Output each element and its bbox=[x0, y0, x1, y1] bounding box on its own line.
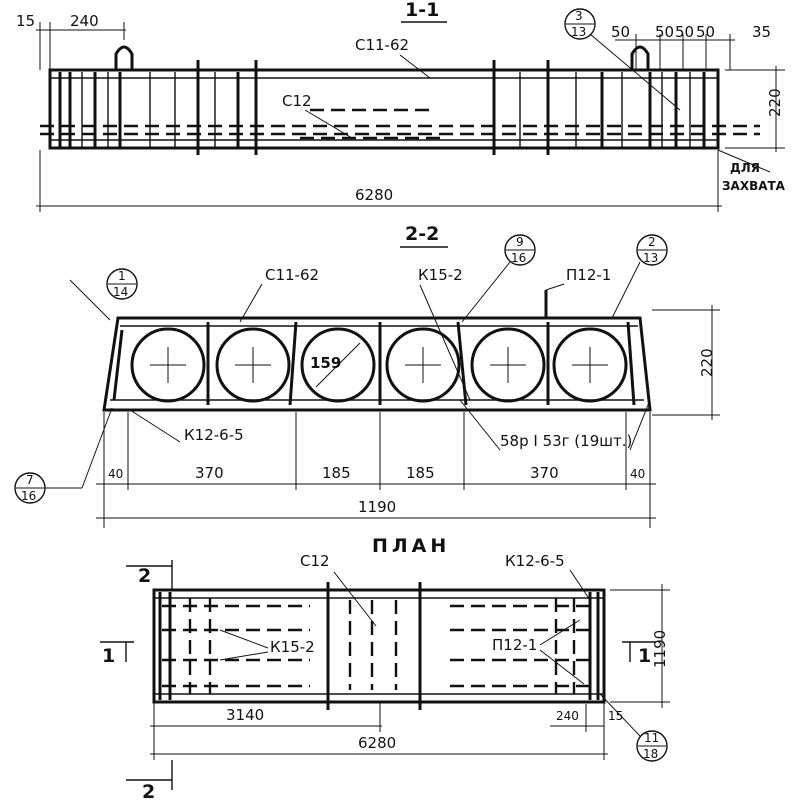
dim-6280-1-1: 6280 bbox=[355, 186, 393, 204]
stirrups-1-1 bbox=[58, 60, 706, 155]
callout-2-13-bottom: 13 bbox=[643, 251, 658, 265]
plan-mark-2-bottom: 2 bbox=[142, 781, 155, 800]
callout-9-16-top: 9 bbox=[516, 235, 524, 249]
plan-outline bbox=[152, 588, 606, 704]
callout-3-13-top: 3 bbox=[575, 9, 583, 23]
dim-35: 35 bbox=[752, 23, 771, 41]
plan-dim-3140: 3140 bbox=[226, 706, 264, 724]
dim-50-a: 50 bbox=[611, 23, 630, 41]
void-5 bbox=[470, 327, 546, 403]
lifting-loop-left bbox=[114, 45, 134, 70]
dim-185-left: 185 bbox=[322, 464, 351, 482]
plan-mark-2-top: 2 bbox=[138, 565, 151, 587]
callout-2-13 bbox=[636, 234, 668, 266]
label-k15-2: К15-2 bbox=[418, 266, 463, 284]
dim-185-right: 185 bbox=[406, 464, 435, 482]
callout-3-13-bottom: 13 bbox=[571, 25, 586, 39]
callout-11-18-top: 11 bbox=[644, 731, 659, 745]
plan-dim-6280: 6280 bbox=[358, 734, 396, 752]
label-c11-62: С11-62 bbox=[355, 36, 409, 54]
plan-rebars bbox=[158, 582, 600, 710]
label-rebar-count: 58р I 53г (19шт.) bbox=[500, 432, 632, 450]
callout-11-18 bbox=[636, 730, 668, 762]
void-2 bbox=[215, 327, 291, 403]
section-2-2-title: 2-2 bbox=[405, 223, 439, 245]
section-1-1: 1-1 bbox=[16, 0, 786, 212]
note-line1: ДЛЯ bbox=[730, 161, 760, 175]
dim-50-b: 50 bbox=[655, 23, 674, 41]
plan-dim-240: 240 bbox=[556, 709, 579, 723]
void-4 bbox=[385, 327, 461, 403]
dim-15: 15 bbox=[16, 12, 35, 30]
plan-label-k15-2: К15-2 bbox=[270, 638, 315, 656]
dim-370-left: 370 bbox=[195, 464, 224, 482]
callout-11-18-bottom: 18 bbox=[643, 747, 658, 761]
dim-1190-2-2: 1190 bbox=[358, 498, 396, 516]
lifting-loop-right bbox=[630, 45, 650, 70]
void-diameter: 159 bbox=[310, 354, 341, 372]
callout-7-16-bottom: 16 bbox=[21, 489, 36, 503]
dim-370-right: 370 bbox=[530, 464, 559, 482]
callout-7-16-top: 7 bbox=[26, 473, 34, 487]
plan-mark-1-right: 1 bbox=[638, 645, 651, 667]
dim-240: 240 bbox=[70, 12, 99, 30]
dim-50-d: 50 bbox=[696, 23, 715, 41]
plan-title: ПЛАН bbox=[372, 535, 450, 557]
plan-dim-1190: 1190 bbox=[651, 630, 669, 668]
void-3 bbox=[300, 327, 376, 403]
cross-section-outline bbox=[102, 316, 652, 412]
plan-mark-1-left: 1 bbox=[102, 645, 115, 667]
section-2-2: 2-2 159 С11-62 К15-2 П12-1 bbox=[14, 223, 720, 528]
plan-dim-15: 15 bbox=[608, 709, 623, 723]
void-6 bbox=[552, 327, 628, 403]
plan-label-k12-6-5: К12-6-5 bbox=[505, 552, 565, 570]
dim-220-2-2: 220 bbox=[698, 348, 716, 377]
callout-1-14-top: 1 bbox=[118, 269, 126, 283]
voids: 159 bbox=[130, 327, 628, 403]
callout-3-13 bbox=[564, 8, 596, 40]
dim-220-1-1: 220 bbox=[766, 88, 784, 117]
plan-label-p12-1: П12-1 bbox=[492, 636, 537, 654]
note-line2: ЗАХВАТА bbox=[722, 179, 786, 193]
dim-40-left: 40 bbox=[108, 467, 123, 481]
callout-1-14 bbox=[106, 268, 138, 300]
section-1-1-title: 1-1 bbox=[405, 0, 439, 21]
plan-view: ПЛАН С12 bbox=[100, 535, 670, 800]
plan-label-c12: С12 bbox=[300, 552, 330, 570]
dim-40-right: 40 bbox=[630, 467, 645, 481]
callout-2-13-top: 2 bbox=[648, 235, 656, 249]
callout-9-16-bottom: 16 bbox=[511, 251, 526, 265]
beam-side-outline bbox=[48, 68, 720, 150]
callout-9-16 bbox=[504, 234, 536, 266]
label-p12-1: П12-1 bbox=[566, 266, 611, 284]
void-1 bbox=[130, 327, 206, 403]
dim-50-c: 50 bbox=[675, 23, 694, 41]
label-c11-62-2: С11-62 bbox=[265, 266, 319, 284]
label-k12-6-5: К12-6-5 bbox=[184, 426, 244, 444]
callout-1-14-bottom: 14 bbox=[113, 285, 128, 299]
label-c12: С12 bbox=[282, 92, 312, 110]
